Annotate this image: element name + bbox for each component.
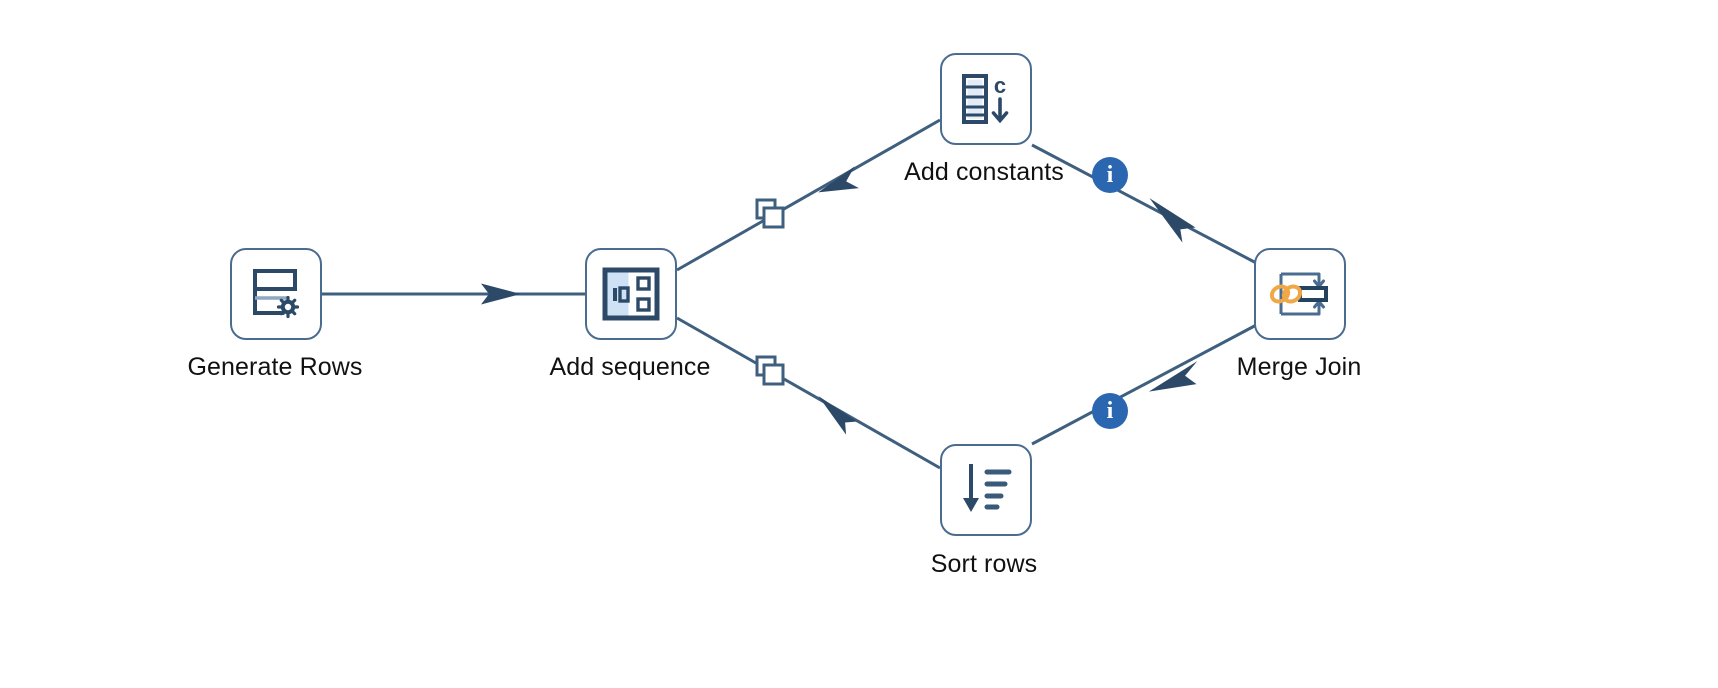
arrowhead — [481, 283, 521, 305]
merge-join-link-icon — [1269, 272, 1328, 316]
copy-icon[interactable] — [753, 354, 787, 388]
info-icon[interactable]: i — [1092, 393, 1128, 429]
node-label-generate-rows: Generate Rows — [187, 353, 363, 381]
svg-text:c: c — [994, 73, 1006, 98]
arrowhead — [818, 396, 858, 435]
node-generate-rows[interactable] — [230, 248, 322, 340]
arrowhead — [818, 166, 859, 193]
node-add-constants[interactable]: c — [940, 53, 1032, 145]
node-add-sequence[interactable] — [585, 248, 677, 340]
info-badge-glyph: i — [1106, 398, 1114, 424]
sort-descending-icon — [963, 464, 1012, 512]
hop-constants-to-merge[interactable] — [1031, 143, 1263, 268]
sequence-number-icon — [602, 267, 660, 321]
node-label-merge-join: Merge Join — [1236, 353, 1362, 381]
node-label-add-constants: Add constants — [904, 158, 1064, 186]
arrowhead — [1148, 361, 1198, 392]
hop-sequence-to-sort[interactable] — [676, 316, 941, 470]
node-label-add-sequence: Add sequence — [549, 353, 711, 381]
table-gear-icon — [253, 269, 300, 319]
hop-sort-to-merge[interactable] — [1031, 320, 1263, 446]
node-merge-join[interactable] — [1254, 248, 1346, 340]
copy-icon[interactable] — [753, 197, 787, 231]
node-label-sort-rows: Sort rows — [930, 550, 1038, 578]
hop-sequence-to-constants[interactable] — [676, 118, 941, 272]
node-sort-rows[interactable] — [940, 444, 1032, 536]
constants-column-icon: c — [962, 73, 1009, 124]
hop-generate-to-sequence[interactable] — [322, 283, 585, 305]
info-icon[interactable]: i — [1092, 157, 1128, 193]
arrowhead — [1149, 198, 1196, 243]
info-badge-glyph: i — [1106, 162, 1114, 188]
